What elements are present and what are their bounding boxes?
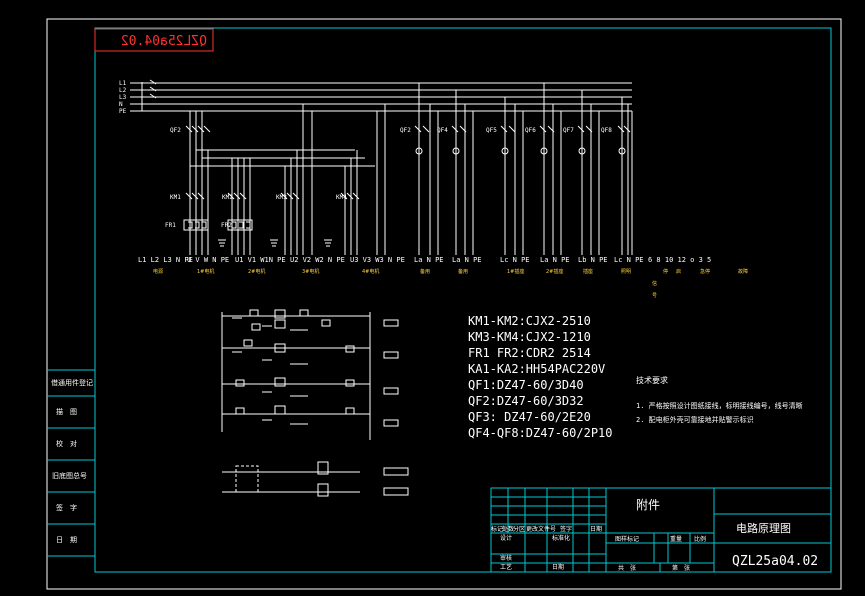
- drawing-code: QZL25a04.02: [732, 554, 818, 569]
- terminal-group-label: Lc N PE: [614, 256, 644, 264]
- revision-header: 标记: [491, 525, 503, 533]
- breaker-qf4-label: QF4: [437, 127, 448, 134]
- relay-fr2-label: FR2: [221, 222, 232, 229]
- terminal-group-label: La N PE: [414, 256, 444, 264]
- contactor-km3-label: KM3: [276, 194, 287, 201]
- terminal-caption: 2#插座: [546, 268, 563, 275]
- control-ladder: [221, 309, 399, 440]
- bus-label-l3: L3: [119, 94, 127, 101]
- stage-label: 图样标记: [615, 535, 639, 543]
- breaker-qf2-label: QF2: [400, 127, 411, 134]
- side-panel-grid: [47, 369, 95, 557]
- bus-label-n: N: [119, 101, 123, 108]
- breaker-qf7-label: QF7: [563, 127, 574, 134]
- ground-symbols: [218, 239, 332, 247]
- drawing-title: 电路原理图: [736, 522, 791, 535]
- side-panel-label: 校 对: [56, 439, 77, 448]
- relay-fr1-label: FR1: [165, 222, 176, 229]
- mirrored-code-box: [94, 28, 214, 52]
- review-label: 审核: [500, 554, 512, 562]
- revision-header: 签字: [560, 525, 572, 533]
- control-caption: 急停: [700, 268, 710, 275]
- breaker-qf5-label: QF5: [486, 127, 497, 134]
- bus-label-l1: L1: [119, 80, 127, 87]
- terminal-caption: 4#电机: [362, 268, 379, 275]
- control-caption: 信: [652, 280, 657, 287]
- title-block-grid: [490, 487, 832, 573]
- bus-label-pe: PE: [119, 108, 127, 115]
- terminal-caption: 备用: [420, 268, 430, 275]
- terminal-caption: 插座: [583, 268, 593, 275]
- terminal-caption: 电源: [153, 268, 163, 275]
- terminal-caption: 1#电机: [197, 268, 214, 275]
- terminal-group-label: Lc N PE: [500, 256, 530, 264]
- auxiliary-circuit: [222, 461, 409, 497]
- process-label: 工艺: [500, 563, 512, 571]
- outer-frame: [46, 18, 842, 590]
- tech-note: 1. 严格按照设计图纸接线，标明接线编号，线号清晰: [636, 401, 803, 410]
- side-panel-label: 借通用件登记: [51, 378, 93, 387]
- revision-header: 处数: [502, 525, 514, 533]
- sheet-label: 第 张: [672, 564, 690, 572]
- revision-header: 更改文件号: [526, 525, 556, 533]
- design-label: 设计: [500, 534, 512, 542]
- breaker-qf8-label: QF8: [601, 127, 612, 134]
- control-caption: 故障: [738, 268, 748, 275]
- side-panel-label: 描 图: [56, 407, 77, 416]
- busbars: [130, 82, 632, 112]
- terminal-caption: 1#插座: [507, 268, 524, 275]
- spec-line: KM1-KM2:CJX2-2510: [468, 314, 591, 328]
- terminal-group-label: Lb N PE: [578, 256, 608, 264]
- attachment-label: 附件: [636, 498, 660, 512]
- spec-line: QF2:DZ47-60/3D32: [468, 394, 584, 408]
- contactor-km1-label: KM1: [170, 194, 181, 201]
- breaker-qf6-label: QF6: [525, 127, 536, 134]
- bus-label-l2: L2: [119, 87, 127, 94]
- terminal-group-label: U1 V1 W1N PE: [235, 256, 286, 264]
- terminal-group-label: La N PE: [540, 256, 570, 264]
- terminal-group-label: U V W N PE: [187, 256, 229, 264]
- terminal-group-label: U3 V3 W3 N PE: [350, 256, 405, 264]
- main-switch: [149, 79, 157, 99]
- terminal-group-label: U2 V2 W2 N PE: [290, 256, 345, 264]
- contactor-km2-label: KM2: [222, 194, 233, 201]
- standard-label: 标准化: [552, 534, 570, 542]
- terminal-group-label: La N PE: [452, 256, 482, 264]
- terminal-caption: 照明: [621, 269, 631, 275]
- terminal-caption: 3#电机: [302, 268, 319, 275]
- spec-line: QF1:DZ47-60/3D40: [468, 378, 584, 392]
- spec-line: QF3: DZ47-60/2E20: [468, 410, 591, 424]
- control-caption: 号: [652, 293, 657, 299]
- spec-line: KM3-KM4:CJX2-1210: [468, 330, 591, 344]
- terminal-group-label: L1 L2 L3 N PE: [138, 256, 193, 264]
- weight-label: 重量: [670, 535, 682, 543]
- scale-label: 比例: [694, 535, 706, 543]
- tech-notes-title: 技术要求: [636, 375, 668, 385]
- sheets-label: 共 张: [618, 564, 636, 572]
- contactor-km4-label: KM4: [336, 194, 347, 201]
- side-panel-label: 日 期: [56, 536, 77, 544]
- breaker-label: QF2: [170, 127, 181, 134]
- mirrored-drawing-number: QZL25a04.02: [121, 34, 207, 49]
- spec-line: KA1-KA2:HH54PAC220V: [468, 362, 605, 376]
- spec-line: FR1 FR2:CDR2 2514: [468, 346, 591, 360]
- side-panel-label: 签 字: [56, 503, 77, 512]
- motor-feeders: [189, 104, 386, 255]
- tech-note: 2. 配电柜外壳可靠接地并贴警示标识: [636, 415, 754, 424]
- revision-header: 分区: [513, 525, 525, 533]
- revision-header: 日期: [590, 525, 602, 533]
- spec-line: QF4-QF8:DZ47-60/2P10: [468, 426, 613, 440]
- control-caption: 启: [676, 268, 681, 275]
- branch-circuits: [414, 83, 633, 255]
- thermal-relays: [183, 219, 253, 231]
- side-panel-label: 旧底图总号: [52, 471, 87, 480]
- terminal-group-label: 6 8 10 12 o 3 5: [648, 256, 711, 264]
- inner-frame: [94, 27, 832, 573]
- control-caption: 停: [663, 268, 668, 275]
- terminal-caption: 2#电机: [248, 268, 265, 275]
- date-label: 日期: [552, 563, 564, 571]
- terminal-caption: 备用: [458, 268, 468, 275]
- contactor-contacts: [185, 125, 360, 200]
